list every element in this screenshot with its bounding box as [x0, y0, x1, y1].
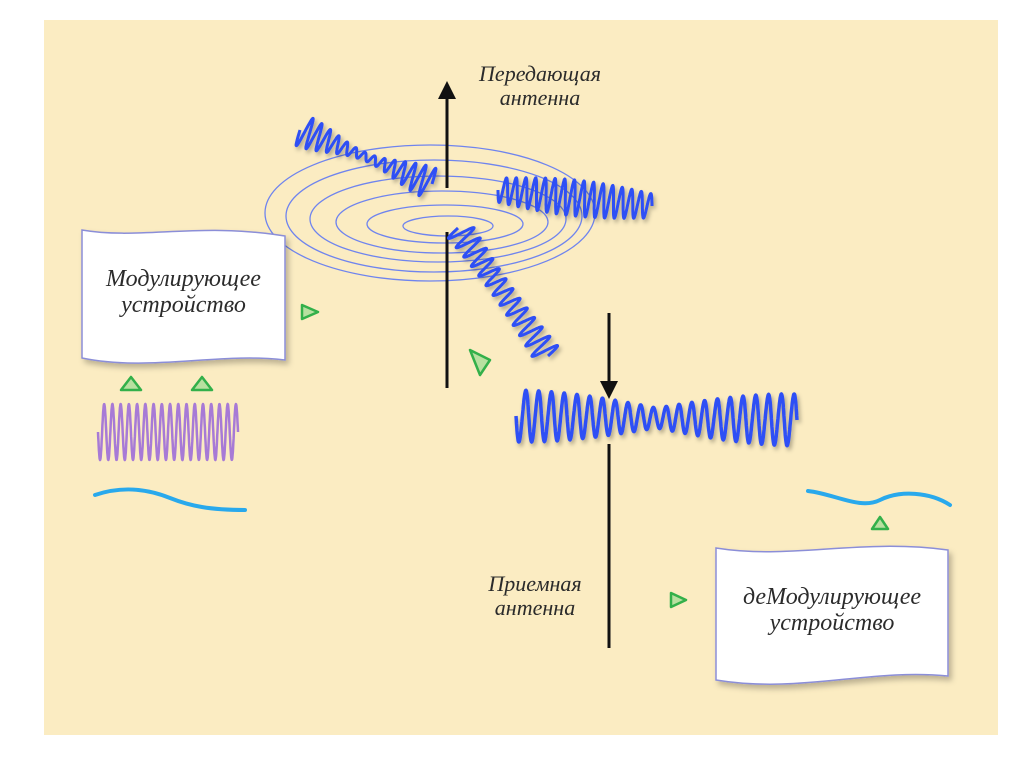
- wave-packet-lower: [446, 226, 560, 358]
- right-arrow-to-antenna: [300, 303, 320, 321]
- receive-antenna-label-line1: Приемная: [488, 571, 582, 596]
- modulator-box: [81, 229, 286, 364]
- up-arrow-2: [190, 375, 214, 392]
- received-modulated-wave: [514, 388, 799, 448]
- demodulator-label-line2: устройство: [769, 610, 895, 637]
- radiated-waves: [294, 116, 799, 448]
- right-arrow-to-receiver: [468, 348, 492, 377]
- transmit-antenna-label-line2: антенна: [499, 85, 581, 111]
- wave-packet-upper-left: [294, 116, 438, 198]
- right-arrow-to-demodulator: [669, 591, 688, 609]
- demodulator-label: деМодулирующее устройство: [716, 584, 948, 637]
- demodulator-box: [715, 545, 949, 685]
- demodulator-label-line1: деМодулирующее: [743, 584, 921, 610]
- up-arrow-output: [870, 515, 890, 531]
- up-arrow-1: [119, 375, 143, 392]
- transmit-antenna-label: Передающая антенна: [450, 61, 630, 111]
- receive-antenna-label-line2: антенна: [494, 595, 576, 621]
- carrier-wave-path: [96, 402, 240, 462]
- carrier-wave: [96, 402, 240, 462]
- modulator-label-line1: Модулирующее: [106, 266, 261, 292]
- output-signal-wave: [806, 489, 952, 507]
- modulator-label: Модулирующее устройство: [82, 266, 285, 319]
- wave-packet-upper-right: [496, 176, 654, 220]
- receive-antenna-label: Приемная антенна: [470, 571, 600, 621]
- flow-arrows: [119, 303, 890, 609]
- input-signal-wave: [93, 487, 247, 512]
- transmit-antenna-label-line1: Передающая: [479, 61, 601, 86]
- modulator-label-line2: устройство: [121, 292, 246, 319]
